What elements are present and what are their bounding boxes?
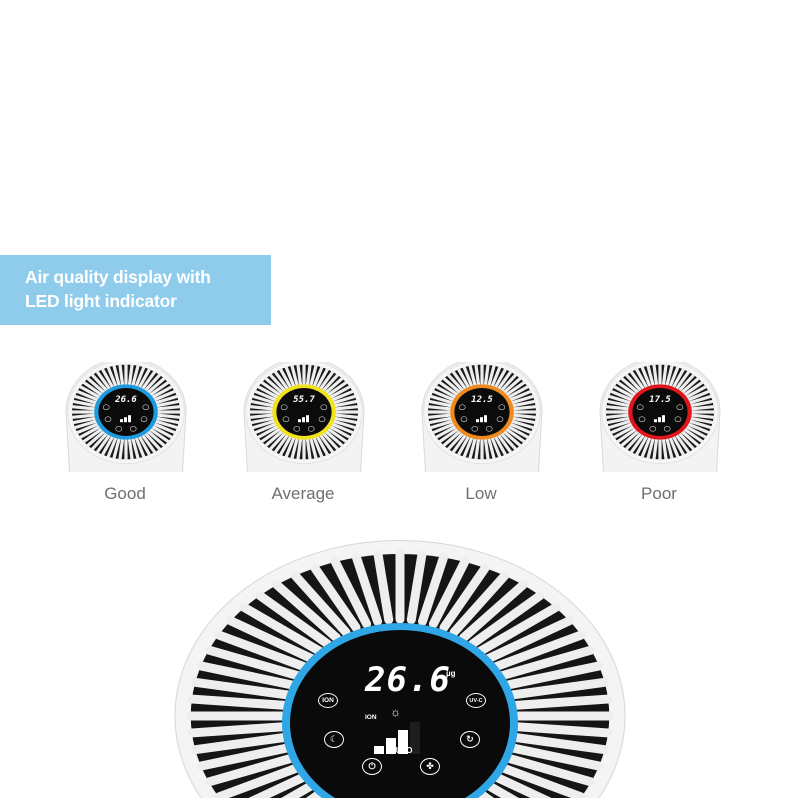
caption-good: Good bbox=[104, 484, 146, 503]
purifier-poor: 17.5 bbox=[595, 362, 725, 472]
purifier-average-image: 55.7 bbox=[243, 362, 365, 472]
unit-icon: µg bbox=[446, 669, 456, 678]
feature-heading-line1: Air quality display with bbox=[25, 267, 211, 287]
purifier-low: 12.5 bbox=[417, 362, 547, 472]
fan-button[interactable]: ✤ bbox=[420, 758, 440, 775]
power-icon: ⏻ bbox=[368, 761, 376, 771]
sleep-button[interactable]: ☾ bbox=[324, 731, 344, 748]
feature-heading-line2: LED light indicator bbox=[25, 291, 177, 311]
purifier-low-image: 12.5 bbox=[421, 362, 543, 472]
purifier-average: 55.7 bbox=[239, 362, 369, 472]
purifier-closeup-image bbox=[174, 540, 626, 798]
light-icon: ☼ bbox=[390, 705, 401, 719]
caption-average: Average bbox=[271, 484, 335, 503]
mode-label: AUTO bbox=[390, 746, 413, 755]
purifier-closeup: 26.6 µg ION UV-C ☾ ↻ ⏻ ✤ ION ☼ AUTO bbox=[170, 538, 630, 798]
purifier-poor-image: 17.5 bbox=[599, 362, 721, 472]
purifier-good-image: 26.6 bbox=[65, 362, 187, 472]
feature-heading: Air quality display with LED light indic… bbox=[0, 255, 271, 325]
ion-button[interactable]: ION bbox=[318, 693, 338, 708]
moon-icon: ☾ bbox=[329, 734, 339, 744]
purifier-good: 26.6 bbox=[61, 362, 191, 472]
svg-text:55.7: 55.7 bbox=[293, 395, 315, 405]
caption-low: Low bbox=[465, 484, 497, 503]
timer-button[interactable]: ↻ bbox=[460, 731, 480, 748]
uvc-button[interactable]: UV-C bbox=[466, 693, 486, 708]
air-quality-readout: 26.6 bbox=[365, 660, 451, 700]
timer-icon: ↻ bbox=[466, 734, 474, 744]
svg-text:12.5: 12.5 bbox=[471, 395, 493, 405]
svg-text:26.6: 26.6 bbox=[114, 395, 137, 405]
power-button[interactable]: ⏻ bbox=[362, 758, 382, 775]
ion-status: ION bbox=[365, 714, 377, 721]
fan-icon: ✤ bbox=[426, 761, 434, 771]
caption-poor: Poor bbox=[641, 484, 677, 503]
control-panel: 26.6 µg ION UV-C ☾ ↻ ⏻ ✤ ION ☼ AUTO bbox=[170, 538, 630, 798]
svg-text:17.5: 17.5 bbox=[649, 395, 671, 405]
